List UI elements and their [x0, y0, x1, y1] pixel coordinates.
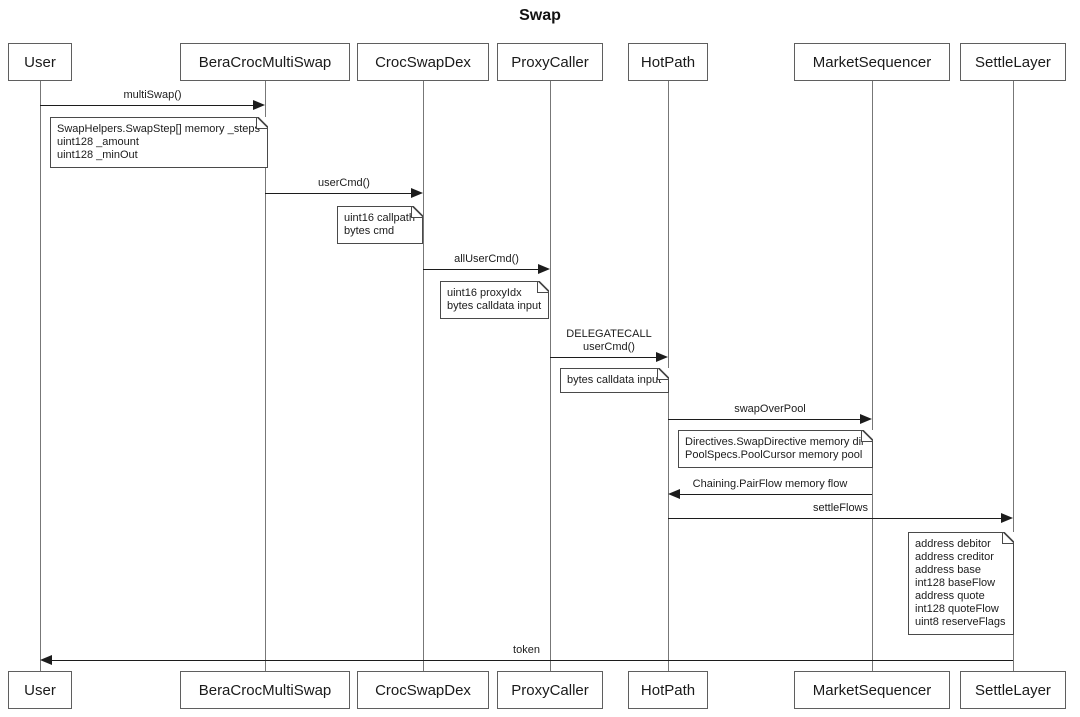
participant-label-beracrocmultiswap: BeraCrocMultiSwap [198, 681, 332, 699]
message-arrow-settleflows [668, 518, 1003, 519]
participant-box-marketsequencer-bottom: MarketSequencer [794, 671, 950, 709]
arrowhead-icon-token [40, 655, 52, 665]
lifeline-user [40, 81, 41, 671]
note-line: bytes calldata input [567, 374, 662, 386]
message-label-allusercmd: allUserCmd() [454, 253, 519, 265]
note-fold-corner-icon [1001, 532, 1014, 544]
participant-box-user-bottom: User [8, 671, 72, 709]
note-fold-corner-icon [410, 206, 423, 218]
participant-box-beracrocmultiswap-top: BeraCrocMultiSwap [180, 43, 350, 81]
arrowhead-icon-settleflows [1001, 513, 1013, 523]
arrowhead-icon-swapoverpool [860, 414, 872, 424]
note-line: bytes calldata input [447, 300, 542, 312]
participant-box-crocswapdex-top: CrocSwapDex [357, 43, 489, 81]
note-line: uint128 _minOut [57, 149, 138, 161]
participant-label-settlelayer: SettleLayer [975, 53, 1051, 71]
message-arrow-swapoverpool [668, 419, 862, 420]
message-label-token: token [513, 644, 540, 656]
arrowhead-icon-usercmd [656, 352, 668, 362]
note-4: bytes calldata input [560, 368, 670, 393]
participant-box-marketsequencer-top: MarketSequencer [794, 43, 950, 81]
diagram-title: Swap [519, 7, 561, 24]
message-label-swapoverpool: swapOverPool [734, 403, 806, 415]
message-label-multiswap: multiSwap() [123, 89, 182, 101]
message-arrow-usercmd [550, 357, 658, 358]
participant-label-proxycaller: ProxyCaller [511, 681, 589, 699]
message-label-chaining-pairflow-memory-flow: Chaining.PairFlow memory flow [692, 478, 848, 490]
note-line: uint128 _amount [57, 136, 139, 148]
note-line: uint16 proxyIdx [447, 287, 522, 299]
participant-box-hotpath-bottom: HotPath [628, 671, 708, 709]
note-line: uint16 callpath [344, 212, 415, 224]
message-label-settleflows: settleFlows [812, 502, 869, 514]
participant-box-settlelayer-top: SettleLayer [960, 43, 1066, 81]
note-line: int128 quoteFlow [915, 603, 999, 615]
arrowhead-icon-chaining-pairflow-memory-flow [668, 489, 680, 499]
participant-box-beracrocmultiswap-bottom: BeraCrocMultiSwap [180, 671, 350, 709]
participant-label-proxycaller: ProxyCaller [511, 53, 589, 71]
arrowhead-icon-multiswap [253, 100, 265, 110]
participant-label-hotpath: HotPath [640, 681, 696, 699]
note-fold-corner-icon [657, 368, 670, 380]
participant-box-settlelayer-bottom: SettleLayer [960, 671, 1066, 709]
participant-box-crocswapdex-bottom: CrocSwapDex [357, 671, 489, 709]
participant-label-user: User [24, 681, 56, 699]
participant-label-crocswapdex: CrocSwapDex [375, 53, 471, 71]
message-arrow-allusercmd [423, 269, 540, 270]
participant-box-hotpath-top: HotPath [628, 43, 708, 81]
participant-label-crocswapdex: CrocSwapDex [375, 681, 471, 699]
note-line: int128 baseFlow [915, 577, 996, 589]
participant-label-hotpath: HotPath [640, 53, 696, 71]
note-line: address base [915, 564, 982, 576]
note-line: address creditor [915, 551, 994, 563]
note-line: address quote [915, 590, 985, 602]
note-fold-corner-icon [537, 281, 550, 293]
message-arrow-token [50, 660, 1013, 661]
note-fold-corner-icon [860, 430, 873, 442]
message-label-usercmd: userCmd() [318, 177, 370, 189]
note-line: uint8 reserveFlags [915, 616, 1006, 628]
participant-box-proxycaller-top: ProxyCaller [497, 43, 603, 81]
arrowhead-icon-usercmd [411, 188, 423, 198]
note-line: bytes cmd [344, 225, 395, 237]
note-line: PoolSpecs.PoolCursor memory pool [685, 449, 863, 461]
message-label-usercmd: DELEGATECALL userCmd() [566, 328, 652, 353]
lifeline-proxycaller [550, 81, 551, 671]
arrowhead-icon-allusercmd [538, 264, 550, 274]
participant-box-proxycaller-bottom: ProxyCaller [497, 671, 603, 709]
participant-label-beracrocmultiswap: BeraCrocMultiSwap [198, 53, 332, 71]
participant-label-settlelayer: SettleLayer [975, 681, 1051, 699]
note-line: Directives.SwapDirective memory dir [685, 436, 865, 448]
lifeline-marketsequencer [872, 81, 873, 671]
participant-label-marketsequencer: MarketSequencer [812, 681, 932, 699]
lifeline-beracrocmultiswap [265, 81, 266, 671]
note-line: SwapHelpers.SwapStep[] memory _steps [57, 123, 260, 135]
note-fold-corner-icon [255, 117, 268, 129]
participant-label-user: User [24, 53, 56, 71]
lifeline-settlelayer [1013, 81, 1014, 671]
lifeline-crocswapdex [423, 81, 424, 671]
note-line: address debitor [915, 538, 991, 550]
participant-label-marketsequencer: MarketSequencer [812, 53, 932, 71]
participant-box-user-top: User [8, 43, 72, 81]
message-arrow-multiswap [40, 105, 255, 106]
message-arrow-chaining-pairflow-memory-flow [678, 494, 872, 495]
message-arrow-usercmd [265, 193, 413, 194]
